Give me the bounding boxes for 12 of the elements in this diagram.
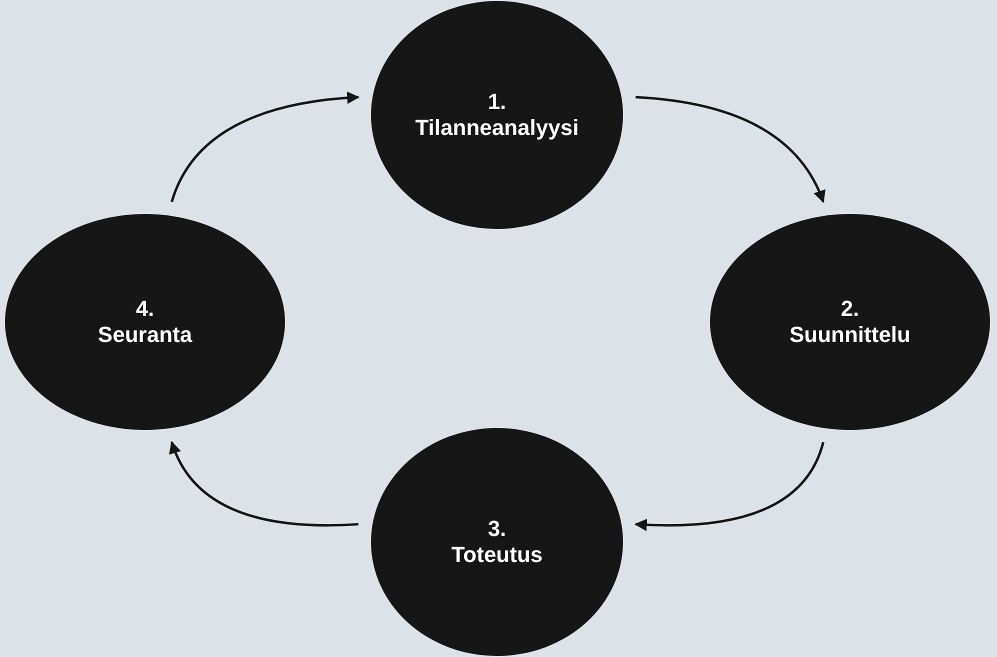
step-label: Suunnittelu [790, 322, 910, 348]
curved-arrow [170, 92, 360, 202]
step-label: Tilanneanalyysi [415, 115, 579, 142]
step-number: 2. [840, 296, 860, 322]
curved-arrow [634, 442, 824, 531]
curved-arrow [636, 96, 825, 203]
step-number: 3. [488, 516, 506, 542]
step-number: 1. [488, 88, 506, 115]
step-label: Seuranta [98, 322, 192, 348]
step-label: Toteutus [451, 542, 543, 568]
step-number: 4. [136, 296, 154, 322]
curved-arrow [170, 440, 358, 527]
